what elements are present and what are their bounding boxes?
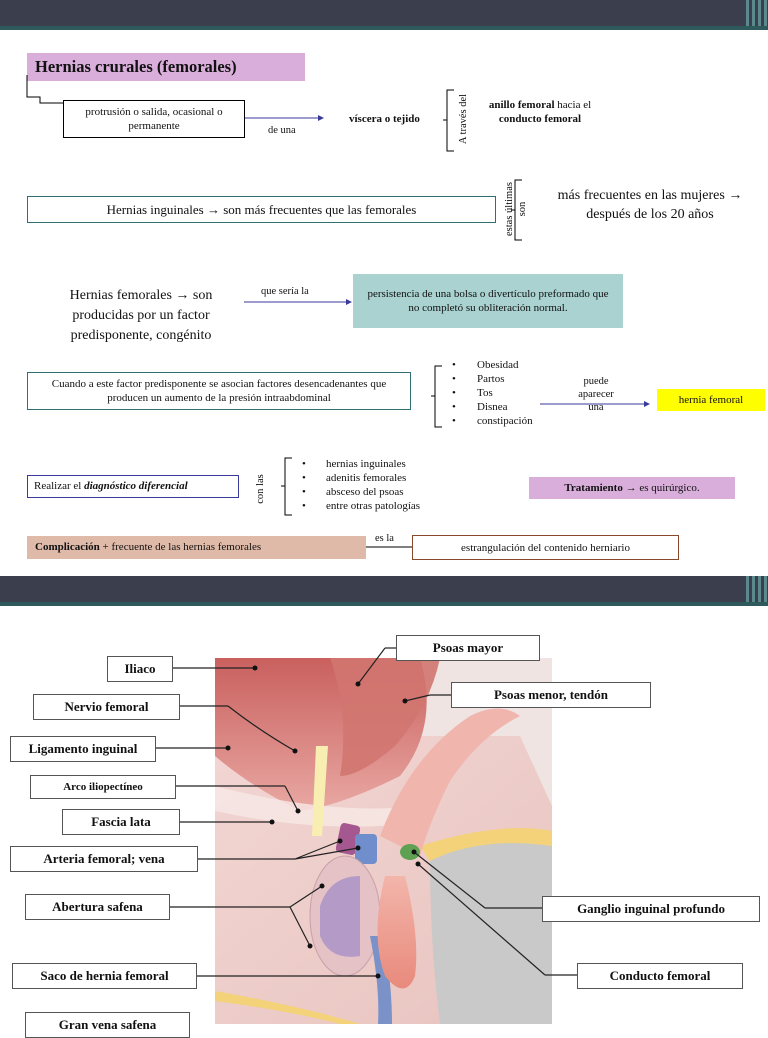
anillo-femoral-text: anillo femoral hacia el conducto femoral [488, 99, 592, 125]
slide1-connectors [26, 75, 650, 548]
label-psoas-menor: Psoas menor, tendón [451, 682, 651, 708]
slide-separator [0, 572, 768, 576]
de-una-label: de una [268, 125, 296, 136]
label-nervio-femoral: Nervio femoral [33, 694, 180, 720]
definition-box: protrusión o salida, ocasional o permane… [63, 100, 245, 138]
cuando-box: Cuando a este factor predisponente se as… [27, 372, 411, 410]
diferenciales-list: •hernias inguinales •adenitis femorales … [302, 457, 420, 513]
estrangulacion-box: estrangulación del contenido herniario [412, 535, 679, 560]
factor-item: •Partos [452, 373, 505, 385]
tratamiento-box: Tratamiento → es quirúrgico. [529, 477, 735, 499]
slide2-header-line [0, 602, 768, 606]
mas-frecuentes-text: más frecuentes en las mujeres → después … [557, 188, 743, 222]
slide-header-stripe [746, 0, 768, 26]
factor-item: •constipación [452, 415, 533, 427]
factores-list: •Obesidad •Partos •Tos •Disnea •constipa… [452, 358, 533, 428]
slide-header-bar [0, 0, 768, 26]
label-psoas-mayor: Psoas mayor [396, 635, 540, 661]
slide-header-line [0, 26, 768, 30]
label-gran-vena-safena: Gran vena safena [25, 1012, 190, 1038]
femoral-anatomy-illustration [155, 647, 577, 1024]
slide-title: Hernias crurales (femorales) [27, 53, 305, 81]
label-abertura-safena: Abertura safena [25, 894, 170, 920]
viscera-label: víscera o tejido [349, 113, 420, 125]
puede-aparecer-label: puede aparecer una [578, 376, 614, 413]
label-arco-iliopectineo: Arco iliopectíneo [30, 775, 176, 799]
diferencial-item: •hernias inguinales [302, 458, 406, 470]
complicacion-box: Complicación + frecuente de las hernias … [27, 536, 366, 559]
label-saco-hernia-femoral: Saco de hernia femoral [12, 963, 197, 989]
label-fascia-lata: Fascia lata [62, 809, 180, 835]
hernia-femoral-box: hernia femoral [657, 389, 765, 411]
slide2-header-bar [0, 576, 768, 602]
factor-item: •Tos [452, 387, 493, 399]
label-conducto-femoral: Conducto femoral [577, 963, 743, 989]
factor-item: •Disnea [452, 401, 508, 413]
con-las-label: con las [255, 474, 266, 504]
label-arteria-femoral: Arteria femoral; vena [10, 846, 198, 872]
estas-ultimas-label: estas últimas son [504, 182, 528, 236]
a-traves-label: A través del [458, 93, 469, 145]
diferencial-item: •adenitis femorales [302, 472, 407, 484]
factor-item: •Obesidad [452, 359, 519, 371]
inguinales-box: Hernias inguinales → son más frecuentes … [27, 196, 496, 223]
que-seria-label: que sería la [261, 286, 309, 297]
label-ligamento-inguinal: Ligamento inguinal [10, 736, 156, 762]
label-iliaco: Iliaco [107, 656, 173, 682]
label-ganglio-inguinal: Ganglio inguinal profundo [542, 896, 760, 922]
slide2-header-stripe [746, 576, 768, 602]
persistencia-box: persistencia de una bolsa o divertículo … [353, 274, 623, 328]
diferencial-item: •absceso del psoas [302, 486, 404, 498]
es-la-label: es la [375, 533, 394, 544]
diferencial-item: •entre otras patologías [302, 500, 421, 512]
diagnostico-box: Realizar el diagnóstico diferencial [27, 475, 239, 498]
femorales-text: Hernias femorales → son producidas por u… [69, 288, 213, 343]
